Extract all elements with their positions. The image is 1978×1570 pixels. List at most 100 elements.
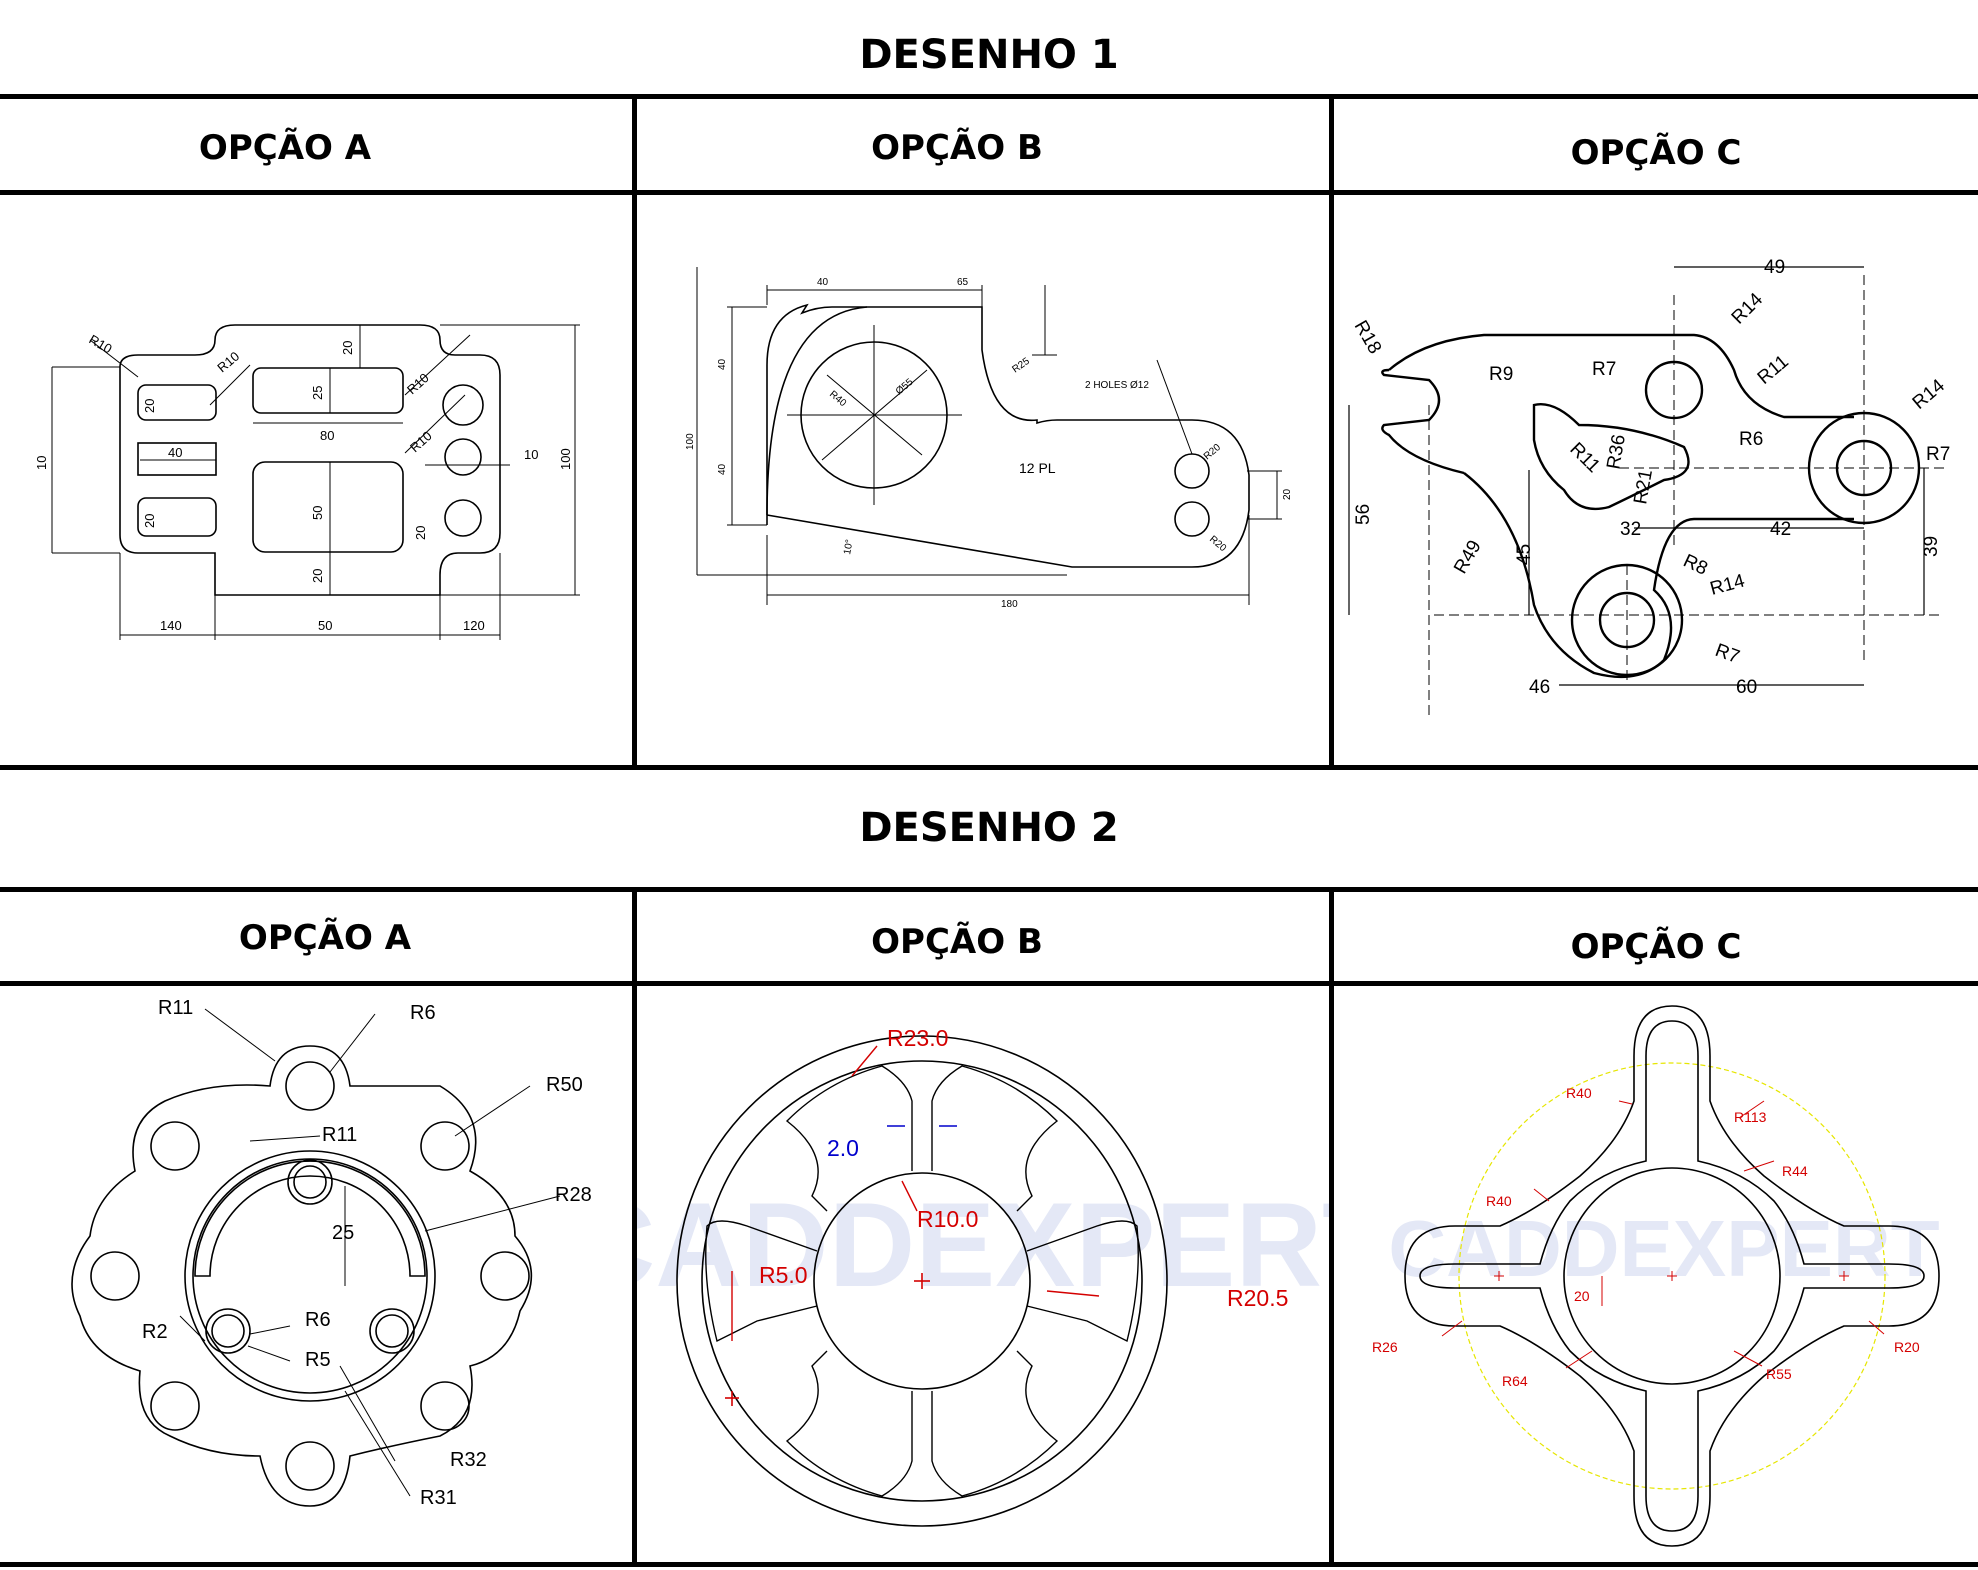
dim-label: 65 xyxy=(957,277,969,288)
dim-label: R28 xyxy=(555,1184,592,1206)
dim-label: R10 xyxy=(214,348,242,375)
dim-label: R55 xyxy=(1766,1366,1792,1382)
d1-option-b-label: OPÇÃO B xyxy=(871,128,1043,168)
d1-option-a-drawing: R10 R10 R10 R10 20 20 20 25 80 40 50 20 … xyxy=(0,195,632,765)
dim-label: 39 xyxy=(1921,536,1942,557)
dim-label: R11 xyxy=(322,1124,357,1146)
dim-label: R5.0 xyxy=(759,1262,808,1288)
d2-option-b-label: OPÇÃO B xyxy=(871,922,1043,962)
dim-label: 140 xyxy=(160,618,182,633)
dim-label: R2 xyxy=(142,1321,168,1343)
dim-label: R50 xyxy=(546,1074,583,1096)
d1-option-b-drawing: 40 65 R40 Ø55 R25 2 HOLES Ø12 R20 R20 12… xyxy=(637,195,1329,765)
dim-label: 20 xyxy=(340,341,355,355)
dim-label: R44 xyxy=(1782,1163,1808,1179)
d1-option-a-label: OPÇÃO A xyxy=(198,128,372,168)
dim-label: R20.5 xyxy=(1227,1285,1288,1311)
grid-line xyxy=(0,765,1978,770)
grid-line xyxy=(0,94,1978,99)
dim-label: 12 PL xyxy=(1019,460,1056,476)
dim-label: 32 xyxy=(1620,519,1641,540)
dim-label: R25 xyxy=(1010,356,1032,376)
dim-label: R49 xyxy=(1450,537,1486,578)
dim-label: R23.0 xyxy=(887,1025,948,1051)
dim-label: R20 xyxy=(1202,442,1223,463)
dim-label: 40 xyxy=(817,277,829,288)
d2-option-c-drawing: CADDEXPERT R40 R113 R44 R40 20 R26 R64 R… xyxy=(1334,986,1978,1562)
dim-label: R32 xyxy=(450,1449,487,1471)
dim-label: 50 xyxy=(310,506,325,520)
dim-label: R6 xyxy=(1739,429,1763,450)
dim-label: 180 xyxy=(1001,599,1018,610)
dim-label: R20 xyxy=(1207,534,1228,555)
dim-label: R10 xyxy=(407,428,435,455)
dim-label: Ø55 xyxy=(894,376,916,397)
watermark: CADDEXPERT xyxy=(637,1178,1329,1312)
watermark: CADDEXPERT xyxy=(1388,1204,1939,1293)
drawing2-title: DESENHO 2 xyxy=(859,805,1119,851)
d1-option-c-drawing: 49 R18 R14 R9 R7 R11 R14 R7 R6 R11 R36 R… xyxy=(1334,195,1978,765)
dim-label: R21 xyxy=(1630,468,1657,506)
d2-option-a-drawing: R11 R6 R50 R11 R28 25 R6 R2 R5 R32 R31 xyxy=(0,986,632,1562)
d2-option-c-label: OPÇÃO C xyxy=(1570,927,1742,967)
dim-label: R18 xyxy=(1350,317,1386,358)
dim-label: 60 xyxy=(1736,677,1757,698)
dim-label: R31 xyxy=(420,1487,457,1509)
dim-label: R6 xyxy=(410,1002,436,1024)
dim-label: R10.0 xyxy=(917,1206,978,1232)
dim-label: R6 xyxy=(305,1309,331,1331)
dim-label: 20 xyxy=(142,399,157,413)
dim-label: R7 xyxy=(1926,444,1950,465)
dim-label: 20 xyxy=(413,526,428,540)
dim-label: 40 xyxy=(717,358,728,370)
dim-label: R14 xyxy=(1728,289,1768,329)
grid-line xyxy=(0,887,1978,892)
d2-option-b-drawing: CADDEXPERT R23.0 2.0 R10.0 R5.0 R20.5 xyxy=(637,986,1329,1562)
dim-label: 100 xyxy=(685,433,696,450)
dim-label: 2.0 xyxy=(827,1135,859,1161)
dim-label: 56 xyxy=(1353,504,1374,525)
dim-label: 20 xyxy=(1574,1288,1590,1304)
dim-label: R11 xyxy=(1565,439,1604,478)
dim-label: R11 xyxy=(1754,351,1793,389)
dim-label: R11 xyxy=(158,997,193,1019)
dim-label: 20 xyxy=(310,569,325,583)
dim-label: R7 xyxy=(1712,640,1742,668)
dim-label: R9 xyxy=(1489,364,1513,385)
grid-line xyxy=(1329,94,1334,770)
dim-label: 80 xyxy=(320,428,334,443)
grid-line xyxy=(632,887,637,1567)
grid-line xyxy=(0,1562,1978,1567)
dim-label: R64 xyxy=(1502,1373,1528,1389)
dim-label: R7 xyxy=(1592,359,1616,380)
dim-label: 40 xyxy=(168,445,182,460)
dim-label: R40 xyxy=(1566,1085,1592,1101)
grid-line xyxy=(0,981,1978,986)
dim-label: 25 xyxy=(332,1222,354,1244)
dim-label: 120 xyxy=(463,618,485,633)
d1-option-c-label: OPÇÃO C xyxy=(1570,133,1742,173)
dim-label: R40 xyxy=(1486,1193,1512,1209)
dim-label: 25 xyxy=(310,386,325,400)
dim-label: 10 xyxy=(34,456,49,470)
dim-label: 10 xyxy=(524,447,538,462)
dim-label: R40 xyxy=(827,389,848,410)
dim-label: 20 xyxy=(142,514,157,528)
d2-option-a-label: OPÇÃO A xyxy=(238,918,412,958)
dim-label: 2 HOLES Ø12 xyxy=(1085,380,1149,391)
dim-label: R26 xyxy=(1372,1339,1398,1355)
grid-line xyxy=(1329,887,1334,1567)
dim-label: 50 xyxy=(318,618,332,633)
grid-line xyxy=(0,190,1978,195)
dim-label: R36 xyxy=(1603,433,1630,471)
dim-label: R113 xyxy=(1734,1109,1767,1125)
dim-label: 10° xyxy=(842,539,855,556)
drawing1-title: DESENHO 1 xyxy=(859,32,1119,78)
dim-label: 20 xyxy=(1282,488,1293,500)
dim-label: 46 xyxy=(1529,677,1550,698)
dim-label: R14 xyxy=(1708,570,1748,599)
dim-label: R10 xyxy=(87,332,115,357)
dim-label: 42 xyxy=(1770,519,1791,540)
dim-label: R14 xyxy=(1909,375,1950,414)
dim-label: R5 xyxy=(305,1349,331,1371)
